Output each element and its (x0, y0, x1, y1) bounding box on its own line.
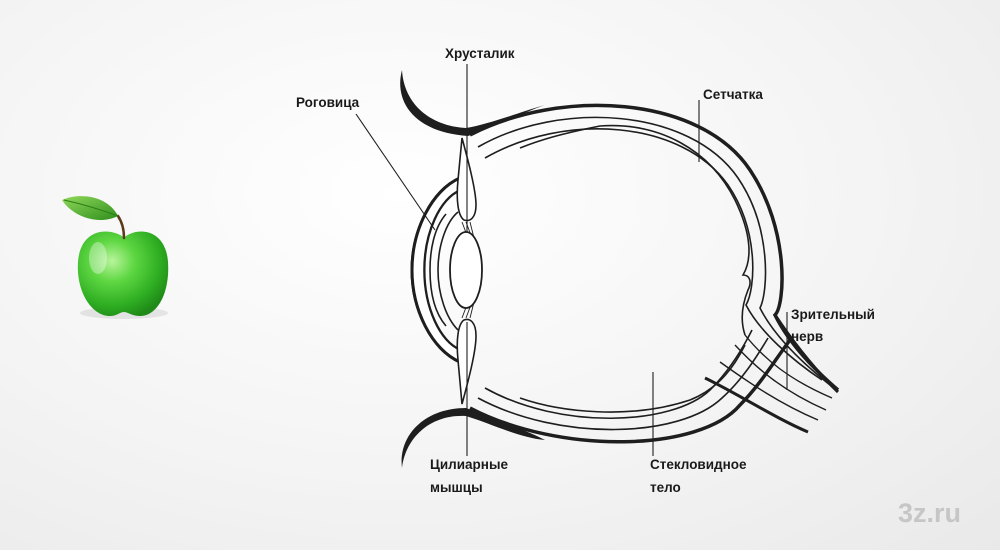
optic-nerve (704, 314, 840, 434)
label-optic-nerve-line2: нерв (791, 329, 823, 344)
label-vitreous-line2: тело (650, 480, 681, 495)
lens (449, 231, 483, 309)
label-retina: Сетчатка (703, 87, 763, 102)
watermark-text: 3z.ru (898, 498, 961, 528)
label-optic-nerve-line1: Зрительный (791, 307, 875, 322)
pointer-cornea (355, 113, 436, 231)
sclera (469, 103, 840, 444)
label-cornea: Роговица (296, 95, 360, 110)
label-ciliary-line1: Цилиарные (430, 457, 508, 472)
pointer-lines (355, 64, 788, 456)
label-ciliary-line2: мышцы (430, 480, 483, 495)
green-apple-icon (62, 196, 169, 319)
choroid (477, 116, 831, 431)
upper-eyelid (400, 70, 545, 136)
label-lens: Хрусталик (445, 46, 515, 61)
label-vitreous-line1: Стекловидное (650, 457, 747, 472)
eye-illustration (400, 70, 840, 468)
